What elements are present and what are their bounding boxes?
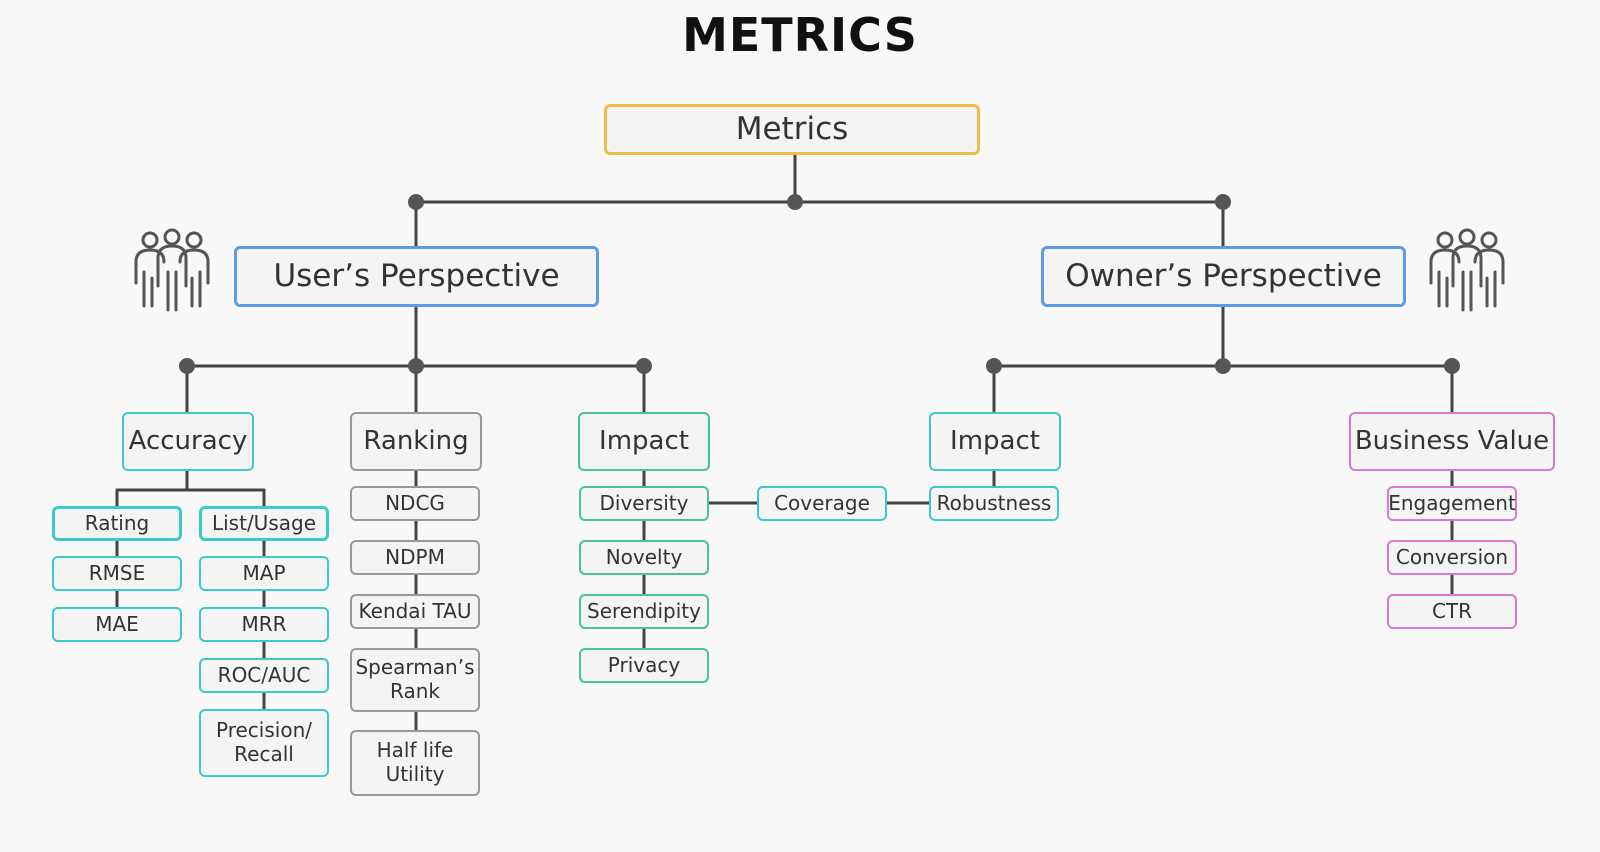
accuracy-node: Accuracy — [122, 412, 254, 471]
user-perspective-node: User’s Perspective — [234, 246, 599, 307]
owner-perspective-node: Owner’s Perspective — [1041, 246, 1406, 307]
metric-leaf: Engagement — [1387, 486, 1517, 521]
root-node: Metrics — [604, 104, 980, 155]
owner-impact-node: Impact — [929, 412, 1061, 471]
metric-leaf: NDCG — [350, 486, 480, 521]
metric-leaf: Serendipity — [579, 594, 709, 629]
page-title: METRICS — [682, 8, 918, 62]
people-group-icon — [134, 228, 210, 312]
user-impact-node: Impact — [578, 412, 710, 471]
metric-leaf: Novelty — [579, 540, 709, 575]
metric-leaf: MAE — [52, 607, 182, 642]
metric-leaf: Privacy — [579, 648, 709, 683]
metric-leaf: CTR — [1387, 594, 1517, 629]
metric-leaf: MAP — [199, 556, 329, 591]
rating-node: Rating — [52, 506, 182, 541]
metric-leaf: Kendai TAU — [350, 594, 480, 629]
metric-leaf: RMSE — [52, 556, 182, 591]
metric-leaf: Half life Utility — [350, 730, 480, 796]
metric-leaf: Conversion — [1387, 540, 1517, 575]
metric-leaf: Precision/ Recall — [199, 709, 329, 777]
metric-leaf: Robustness — [929, 486, 1059, 521]
coverage-node: Coverage — [757, 486, 887, 521]
metric-leaf: NDPM — [350, 540, 480, 575]
metric-leaf: Diversity — [579, 486, 709, 521]
ranking-node: Ranking — [350, 412, 482, 471]
list-usage-node: List/Usage — [199, 506, 329, 541]
metric-leaf: ROC/AUC — [199, 658, 329, 693]
metric-leaf: Spearman’s Rank — [350, 648, 480, 712]
metric-leaf: MRR — [199, 607, 329, 642]
business-value-node: Business Value — [1349, 412, 1555, 471]
people-group-icon — [1429, 228, 1505, 312]
